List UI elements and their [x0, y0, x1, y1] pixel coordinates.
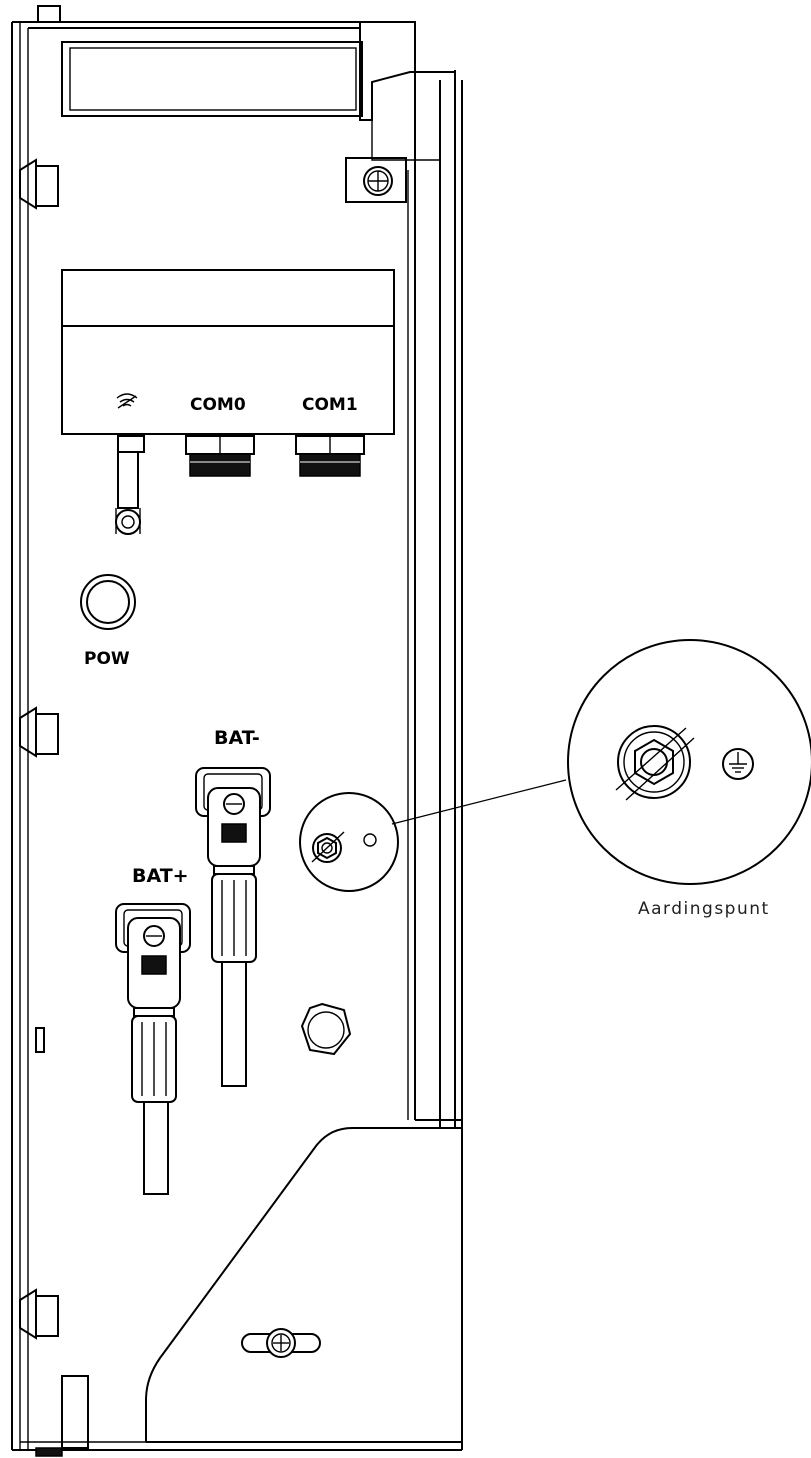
com1-label: COM1 [302, 395, 358, 415]
grounding-point-magnified [567, 639, 811, 885]
wifi-icon [116, 393, 138, 409]
antenna-connector [115, 435, 145, 535]
side-clip-2 [19, 706, 59, 758]
bat-plus-connector [115, 903, 191, 1195]
bat-minus-connector [195, 767, 271, 1087]
side-clip-1 [19, 158, 59, 210]
power-button [80, 574, 136, 630]
grounding-point-caption: Aardingspunt [638, 899, 770, 919]
bottom-foot [35, 1375, 89, 1457]
bat-minus-label: BAT- [214, 727, 260, 749]
side-clip-3 [35, 1027, 45, 1053]
bat-plus-label: BAT+ [132, 865, 189, 887]
callout-line [391, 779, 567, 825]
top-bracket-screw [345, 157, 407, 203]
bottom-bracket [145, 1127, 462, 1443]
comm-module [61, 269, 395, 435]
grounding-point-small [299, 792, 399, 892]
enclosure-body [11, 5, 463, 1451]
com1-connector [295, 435, 365, 477]
com0-label: COM0 [190, 395, 246, 415]
side-clip-4 [19, 1288, 59, 1340]
bottom-slot-screw [241, 1328, 321, 1358]
pow-label: POW [84, 649, 130, 669]
com0-connector [185, 435, 255, 477]
vent-valve [300, 1002, 352, 1056]
ground-symbol-icon [722, 748, 754, 780]
